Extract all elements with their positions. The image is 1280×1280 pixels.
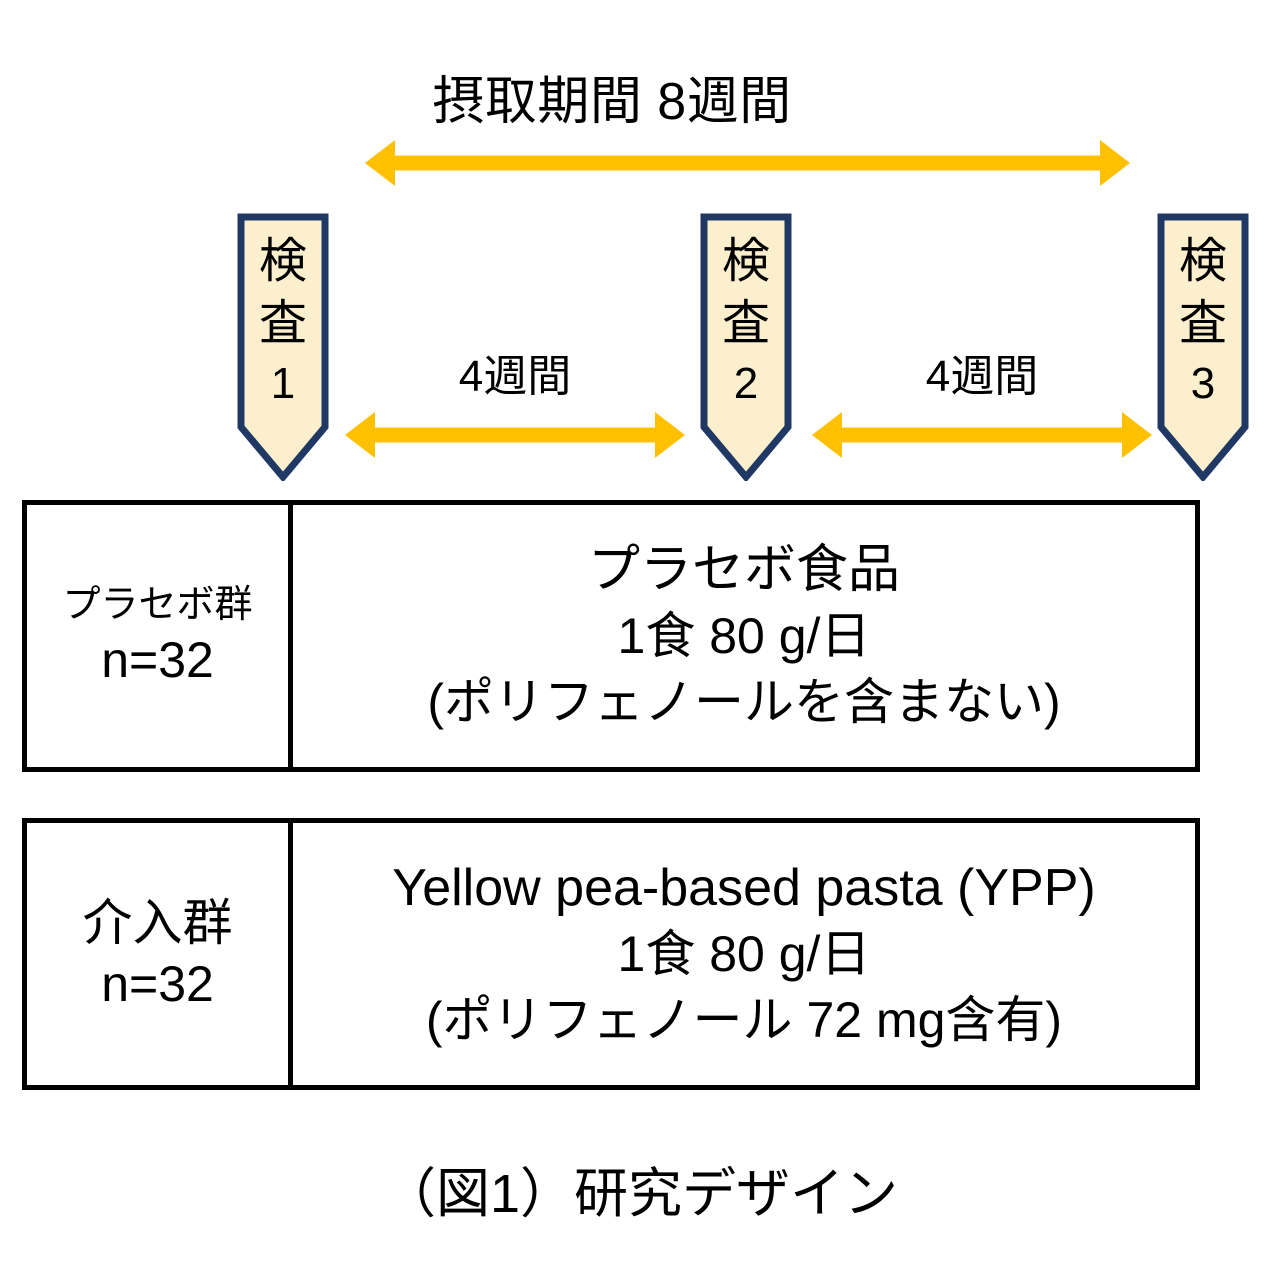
interval-label-1: 4週間: [458, 352, 572, 401]
group-placebo-detail-line-3: (ポリフェノールを含まない): [427, 674, 1061, 730]
group-intervention-detail: Yellow pea-based pasta (YPP) 1食 80 g/日 (…: [293, 823, 1195, 1085]
checkpoint-label: 検査: [721, 235, 770, 350]
arrow-head-right-icon: [1100, 140, 1130, 186]
group-placebo-n: n=32: [101, 632, 214, 688]
group-placebo-detail-line-1: プラセボ食品: [587, 541, 900, 599]
checkpoint-number: 2: [733, 359, 759, 408]
checkpoint-label: 検査: [1178, 235, 1227, 350]
arrow-head-right-icon: [1122, 412, 1152, 458]
arrow-head-left-icon: [365, 140, 395, 186]
group-placebo-detail-line-2: 1食 80 g/日: [617, 608, 871, 664]
checkpoint-marker-2-text: 検査 2: [700, 231, 792, 413]
arrow-head-right-icon: [655, 412, 685, 458]
arrow-head-left-icon: [812, 412, 842, 458]
checkpoint-marker-3: 検査 3: [1157, 213, 1249, 481]
arrow-shaft: [840, 427, 1124, 443]
interval-arrow-1: [345, 412, 685, 458]
checkpoint-number: 3: [1190, 359, 1216, 408]
arrow-shaft: [373, 427, 657, 443]
arrow-shaft: [393, 155, 1102, 171]
group-placebo-detail: プラセボ食品 1食 80 g/日 (ポリフェノールを含まない): [293, 505, 1195, 767]
checkpoint-marker-3-text: 検査 3: [1157, 231, 1249, 413]
pin-shape-icon: [237, 213, 329, 481]
group-intervention-n: n=32: [101, 956, 214, 1012]
figure-caption: （図1）研究デザイン: [381, 1164, 899, 1224]
checkpoint-marker-2: 検査 2: [700, 213, 792, 481]
group-intervention-detail-line-3: (ポリフェノール 72 mg含有): [425, 992, 1063, 1048]
intake-period-title-text: 摂取期間 8週間: [432, 73, 792, 131]
group-intervention-detail-line-1: Yellow pea-based pasta (YPP): [392, 859, 1096, 917]
checkpoint-number: 1: [270, 359, 296, 408]
group-placebo-name: プラセボ群: [62, 584, 253, 626]
intake-period-arrow: [365, 140, 1130, 186]
group-intervention-detail-line-2: 1食 80 g/日: [617, 926, 871, 982]
pin-shape-icon: [700, 213, 792, 481]
group-intervention-identity: 介入群 n=32: [27, 823, 293, 1085]
pin-shape-icon: [1157, 213, 1249, 481]
intake-period-title: 摂取期間 8週間: [0, 72, 1280, 132]
checkpoint-marker-1: 検査 1: [237, 213, 329, 481]
checkpoint-marker-1-text: 検査 1: [237, 231, 329, 413]
interval-arrow-2: [812, 412, 1152, 458]
group-row-placebo: プラセボ群 n=32 プラセボ食品 1食 80 g/日 (ポリフェノールを含まな…: [22, 500, 1200, 772]
group-row-intervention: 介入群 n=32 Yellow pea-based pasta (YPP) 1食…: [22, 818, 1200, 1090]
group-placebo-identity: プラセボ群 n=32: [27, 505, 293, 767]
arrow-head-left-icon: [345, 412, 375, 458]
group-intervention-name: 介入群: [82, 895, 233, 951]
interval-label-2: 4週間: [925, 352, 1039, 401]
checkpoint-label: 検査: [258, 235, 307, 350]
